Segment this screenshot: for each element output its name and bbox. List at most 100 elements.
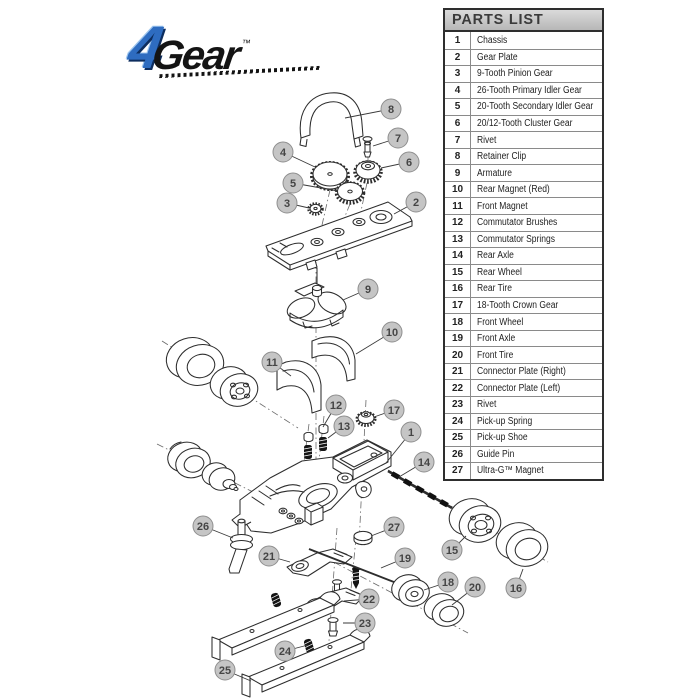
callout-bubble-20	[464, 576, 486, 598]
parts-list-row: 1 Chassis	[445, 32, 602, 49]
callout-bubble-27	[383, 516, 405, 538]
part-number: 16	[445, 281, 471, 297]
callout-bubble-23	[354, 612, 376, 634]
parts-list-row: 4 26-Tooth Primary Idler Gear	[445, 81, 602, 99]
part-front-axle-drawing	[308, 548, 400, 585]
part-name: Pick-up Spring	[477, 415, 533, 427]
part-number: 26	[445, 446, 471, 463]
parts-list-row: 12 Commutator Brushes	[445, 214, 602, 231]
callout-number-8: 8	[388, 104, 394, 116]
part-crown-gear-drawing	[355, 411, 377, 427]
callout-bubble-12	[325, 394, 347, 416]
part-number: 12	[445, 215, 471, 231]
part-name: 20/12-Tooth Cluster Gear	[477, 118, 573, 129]
parts-list-row: 2 Gear Plate	[445, 48, 602, 66]
part-rear-magnet-drawing	[311, 336, 356, 382]
part-number: 17	[445, 297, 471, 314]
callout-bubble-16	[505, 577, 527, 599]
part-front-tire-left-drawing	[167, 441, 211, 479]
parts-list-title: PARTS LIST	[452, 12, 544, 28]
part-number: 22	[445, 380, 471, 397]
callout-number-21: 21	[263, 551, 275, 563]
parts-list-row: 19 Front Axle	[445, 329, 602, 347]
callout-bubble-9	[357, 278, 379, 300]
part-number: 1	[445, 32, 471, 49]
part-name: Guide Pin	[477, 448, 515, 460]
part-number: 20	[445, 347, 471, 363]
part-name: Front Tire	[477, 349, 514, 361]
part-rivet-top-drawing	[362, 136, 373, 158]
callout-bubble-21	[258, 545, 280, 567]
part-number: 7	[445, 132, 471, 148]
callout-number-15: 15	[446, 545, 458, 557]
callout-number-19: 19	[399, 553, 411, 565]
part-number: 8	[445, 148, 471, 165]
callout-number-2: 2	[413, 197, 419, 209]
callout-number-10: 10	[386, 327, 398, 339]
part-number: 10	[445, 181, 471, 198]
part-primary-idler-gear-drawing	[310, 161, 350, 191]
callout-bubble-18	[437, 571, 459, 593]
part-number: 15	[445, 264, 471, 281]
part-name: 26-Tooth Primary Idler Gear	[477, 84, 582, 96]
callout-bubbles: 1234567891011121314151617181920212223242…	[192, 98, 527, 682]
callout-bubble-25	[214, 659, 236, 681]
part-number: 19	[445, 330, 471, 347]
callout-number-9: 9	[365, 284, 371, 296]
part-rear-wheel-left-drawing	[209, 366, 259, 407]
callout-number-23: 23	[359, 618, 371, 630]
part-name: Gear Plate	[477, 51, 518, 63]
part-name: Front Axle	[477, 333, 516, 345]
callout-number-11: 11	[266, 357, 278, 369]
part-secondary-idler-gear-drawing	[334, 181, 366, 205]
part-gear-plate-drawing	[265, 201, 413, 271]
part-pickup-springs-drawing	[270, 592, 315, 654]
callout-bubble-2	[405, 191, 427, 213]
callout-number-18: 18	[442, 577, 454, 589]
part-name: Pick-up Shoe	[477, 432, 528, 444]
callout-bubble-24	[274, 640, 296, 662]
part-commutator-brushes-drawing	[303, 423, 329, 443]
part-name: Connector Plate (Right)	[477, 366, 566, 378]
part-name: Front Wheel	[477, 316, 524, 328]
part-number: 18	[445, 314, 471, 330]
callout-bubble-6	[398, 151, 420, 173]
part-name: Armature	[477, 167, 512, 179]
part-front-wheel-left-drawing	[201, 462, 239, 492]
callout-bubble-1	[400, 421, 422, 443]
part-number: 2	[445, 49, 471, 66]
part-name: Rear Magnet (Red)	[477, 184, 550, 196]
callout-number-5: 5	[290, 178, 296, 190]
callout-bubble-14	[413, 451, 435, 473]
callout-bubble-22	[358, 588, 380, 610]
part-name: Rear Tire	[477, 283, 512, 295]
part-name: Rear Wheel	[477, 266, 522, 278]
callout-number-6: 6	[406, 157, 412, 169]
callout-bubble-5	[282, 172, 304, 194]
parts-list-row: 20 Front Tire	[445, 346, 602, 363]
part-name: Commutator Brushes	[477, 217, 558, 229]
part-pickup-shoes-drawing	[211, 591, 371, 698]
callout-number-17: 17	[388, 405, 400, 417]
part-front-wheel-right-drawing	[391, 574, 430, 607]
parts-list-row: 15 Rear Wheel	[445, 263, 602, 281]
part-name: Chassis	[477, 34, 508, 46]
callout-bubble-15	[441, 539, 463, 561]
callout-number-14: 14	[418, 457, 431, 469]
callout-number-4: 4	[280, 147, 287, 159]
part-name: Rivet	[477, 134, 497, 146]
part-number: 4	[445, 82, 471, 99]
part-name: 20-Tooth Secondary Idler Gear	[477, 101, 594, 113]
callout-number-1: 1	[408, 427, 414, 439]
callout-number-13: 13	[338, 421, 350, 433]
part-number: 21	[445, 363, 471, 380]
part-cluster-gear-drawing	[353, 160, 383, 184]
